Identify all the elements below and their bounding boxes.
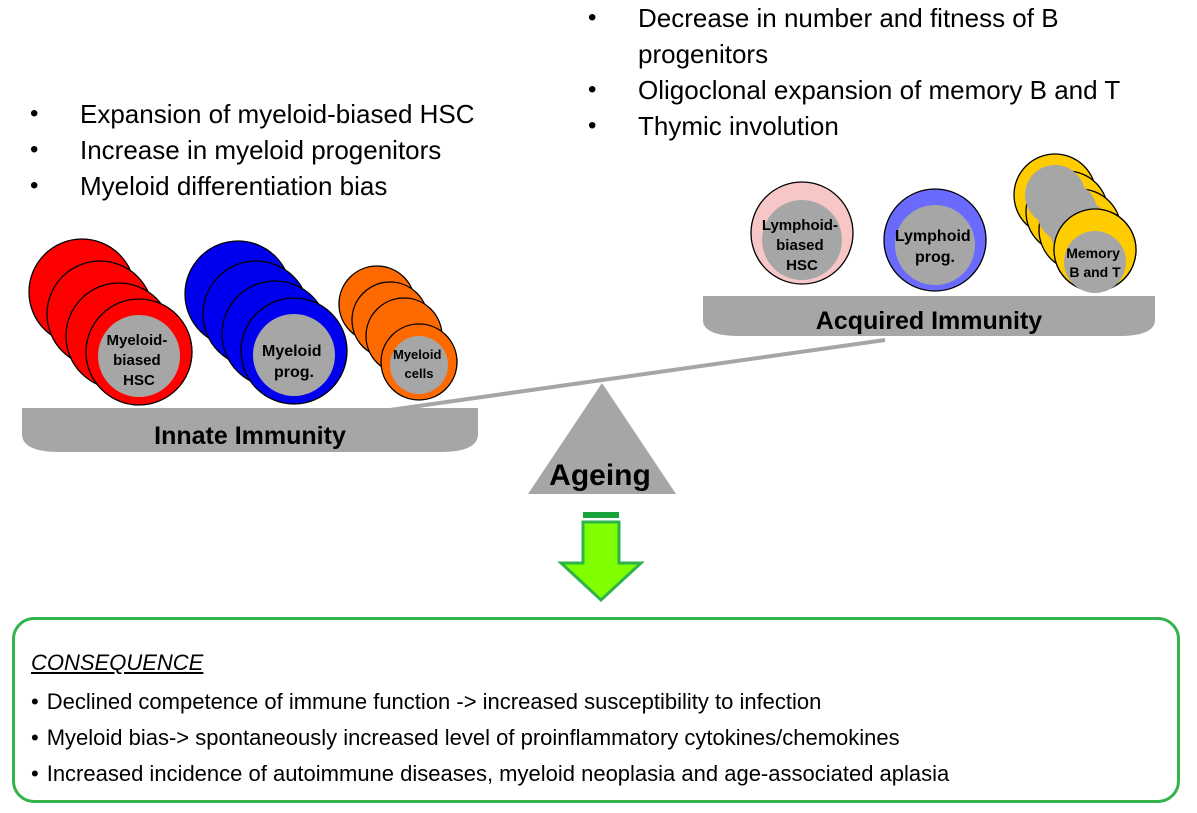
ageing-fulcrum: Ageing: [528, 383, 676, 494]
lymphoid-hsc-cell: Lymphoid- biased HSC: [750, 181, 854, 285]
lymphoid-prog-label: Lymphoid prog.: [895, 228, 975, 266]
down-arrow-icon: [557, 512, 645, 603]
acquired-changes-list: Decrease in number and fitness of B prog…: [580, 0, 1190, 144]
consequence-list: Declined competence of immune function -…: [31, 684, 950, 792]
innate-immunity-label: Innate Immunity: [154, 422, 346, 450]
myeloid-cells-label: Myeloid cells: [393, 347, 445, 381]
lymphoid-prog-cell: Lymphoid prog.: [883, 188, 987, 292]
lymphoid-hsc-label: Lymphoid- biased HSC: [762, 217, 842, 274]
acquired-pan: Acquired Immunity: [703, 296, 1155, 336]
innate-change-item: Expansion of myeloid-biased HSC: [22, 96, 582, 132]
innate-pan: Innate Immunity: [22, 408, 478, 452]
myeloid-prog-stack: Myeloid prog.: [184, 240, 348, 405]
acquired-change-item: Oligoclonal expansion of memory B and T: [580, 72, 1190, 108]
balance-beam: [389, 338, 886, 412]
acquired-change-item: Thymic involution: [580, 108, 1190, 144]
consequence-item: Declined competence of immune function -…: [31, 684, 949, 720]
innate-change-item: Increase in myeloid progenitors: [22, 132, 582, 168]
consequence-title: CONSEQUENCE: [31, 650, 204, 675]
acquired-immunity-label: Acquired Immunity: [816, 307, 1043, 335]
myeloid-hsc-stack: Myeloid- biased HSC: [28, 238, 193, 406]
balance-diagram: Innate Immunity Acquired Immunity Ageing…: [22, 153, 1155, 603]
innate-changes-list: Expansion of myeloid-biased HSC Increase…: [22, 96, 582, 204]
consequence-item: Increased incidence of autoimmune diseas…: [31, 756, 950, 792]
myeloid-hsc-label: Myeloid- biased HSC: [106, 332, 171, 389]
acquired-change-item: Decrease in number and fitness of B prog…: [580, 0, 1190, 72]
memory-cells-stack: Memory B and T: [1013, 153, 1137, 293]
ageing-label: Ageing: [549, 459, 651, 492]
myeloid-prog-label: Myeloid prog.: [262, 343, 326, 381]
innate-change-item: Myeloid differentiation bias: [22, 168, 582, 204]
myeloid-cells-stack: Myeloid cells: [338, 265, 458, 401]
consequence-item: Myeloid bias-> spontaneously increased l…: [31, 720, 949, 756]
consequence-box: CONSEQUENCE Declined competence of immun…: [12, 617, 1180, 803]
memory-cells-label: Memory B and T: [1066, 245, 1124, 280]
